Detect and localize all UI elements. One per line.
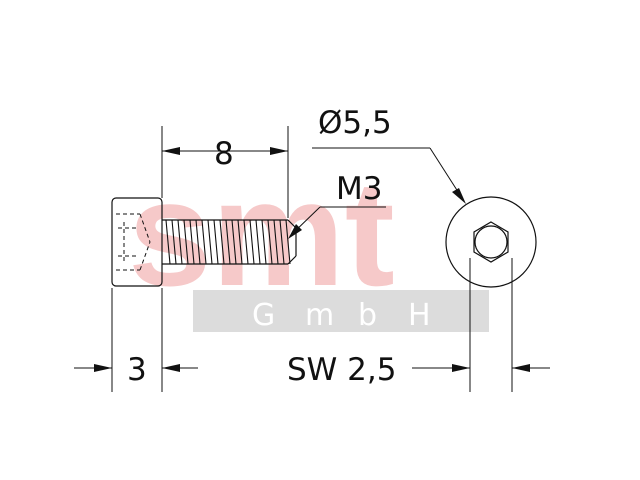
dimension-thread: M3 — [288, 171, 386, 239]
thread-line — [195, 219, 201, 265]
wrench-size-label: SW 2,5 — [287, 352, 396, 388]
thread-line — [231, 219, 237, 265]
thread-lines — [165, 219, 291, 265]
head-height-label: 3 — [127, 352, 147, 388]
dimension-wrench-size: SW 2,5 — [287, 352, 550, 388]
thread-line — [171, 219, 177, 265]
extension-lines — [111, 126, 513, 392]
thread-line — [255, 219, 261, 265]
thread-line — [261, 219, 267, 265]
watermark-letter-1: G — [252, 298, 275, 333]
screw-end-view — [445, 196, 537, 288]
thread-line — [225, 219, 231, 265]
head-diameter-label: Ø5,5 — [318, 105, 392, 141]
thread-line — [243, 219, 249, 265]
watermark: smt G m b H — [128, 149, 489, 333]
thread-line — [189, 219, 195, 265]
dimension-head-height: 3 — [74, 352, 198, 388]
hex-socket — [473, 221, 509, 263]
watermark-letter-2: m — [305, 298, 334, 333]
watermark-brand: smt — [128, 149, 395, 317]
head-circle — [445, 196, 537, 288]
screw-head — [111, 197, 163, 287]
thread-line — [237, 219, 243, 265]
watermark-band — [193, 290, 489, 332]
thread-line — [219, 219, 225, 265]
dimension-head-diameter: Ø5,5 — [312, 105, 466, 204]
length-label: 8 — [214, 136, 234, 172]
socket-circle — [474, 225, 508, 259]
socket-hidden-lines — [116, 213, 151, 271]
thread-line — [201, 219, 207, 265]
thread-line — [207, 219, 213, 265]
thread-line — [177, 219, 183, 265]
thread-line — [285, 219, 291, 265]
thread-line — [279, 219, 285, 265]
thread-line — [267, 219, 273, 265]
thread-line — [183, 219, 189, 265]
watermark-letter-3: b — [358, 298, 377, 333]
thread-line — [273, 219, 279, 265]
dimension-length: 8 — [162, 136, 288, 172]
watermark-letter-4: H — [408, 298, 431, 333]
thread-line — [165, 219, 171, 265]
thread-line — [213, 219, 219, 265]
thread-label: M3 — [336, 171, 382, 207]
thread-line — [249, 219, 255, 265]
